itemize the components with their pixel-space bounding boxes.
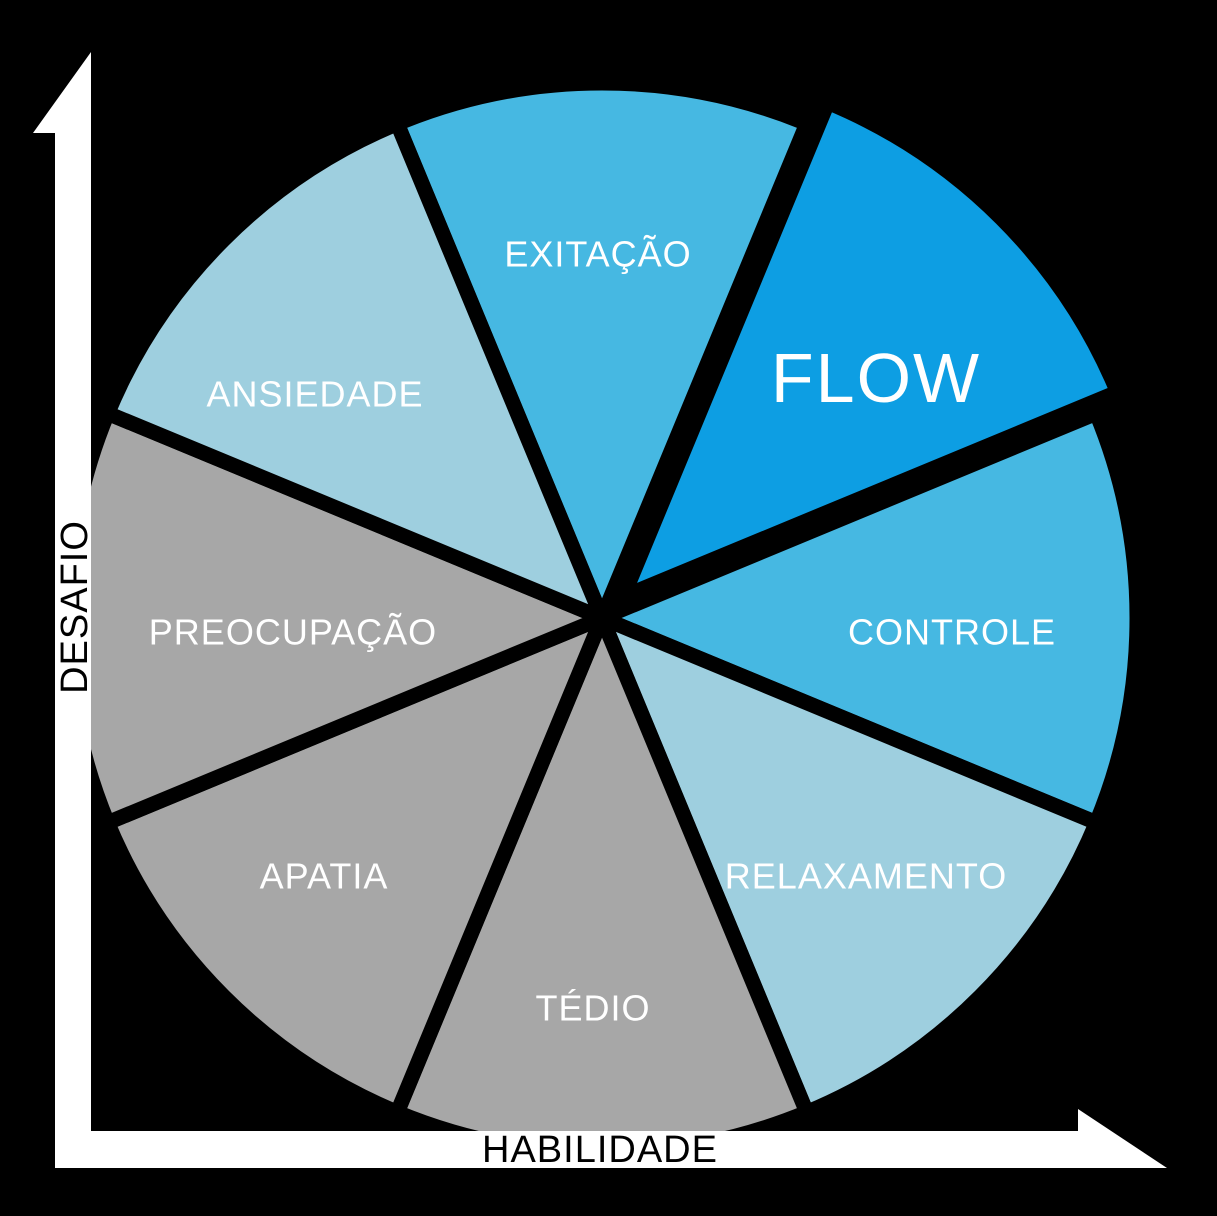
y-axis-arrow bbox=[33, 52, 91, 1168]
label-controle: CONTROLE bbox=[848, 612, 1056, 653]
segment-controle bbox=[582, 403, 1145, 833]
label-exitacao: EXITAÇÃO bbox=[504, 234, 691, 275]
segment-apatia bbox=[97, 604, 616, 1123]
axes bbox=[33, 52, 1167, 1168]
x-axis-arrow bbox=[55, 1109, 1167, 1168]
segment-flow bbox=[609, 92, 1128, 611]
label-relaxamento: RELAXAMENTO bbox=[725, 856, 1007, 897]
label-flow: FLOW bbox=[771, 339, 981, 417]
label-tedio: TÉDIO bbox=[535, 988, 650, 1029]
segment-ansiedade bbox=[97, 113, 616, 632]
segment-relaxamento bbox=[588, 604, 1107, 1123]
x-axis-label: HABILIDADE bbox=[482, 1129, 718, 1171]
label-preocupacao: PREOCUPAÇÃO bbox=[149, 612, 437, 653]
axis-labels: DESAFIO HABILIDADE bbox=[54, 520, 718, 1171]
segment-labels: EXITAÇÃO FLOW CONTROLE RELAXAMENTO TÉDIO… bbox=[149, 234, 1056, 1029]
y-axis-label: DESAFIO bbox=[54, 520, 96, 694]
label-apatia: APATIA bbox=[260, 856, 389, 897]
segment-exitacao bbox=[387, 75, 817, 638]
label-ansiedade: ANSIEDADE bbox=[206, 374, 423, 415]
